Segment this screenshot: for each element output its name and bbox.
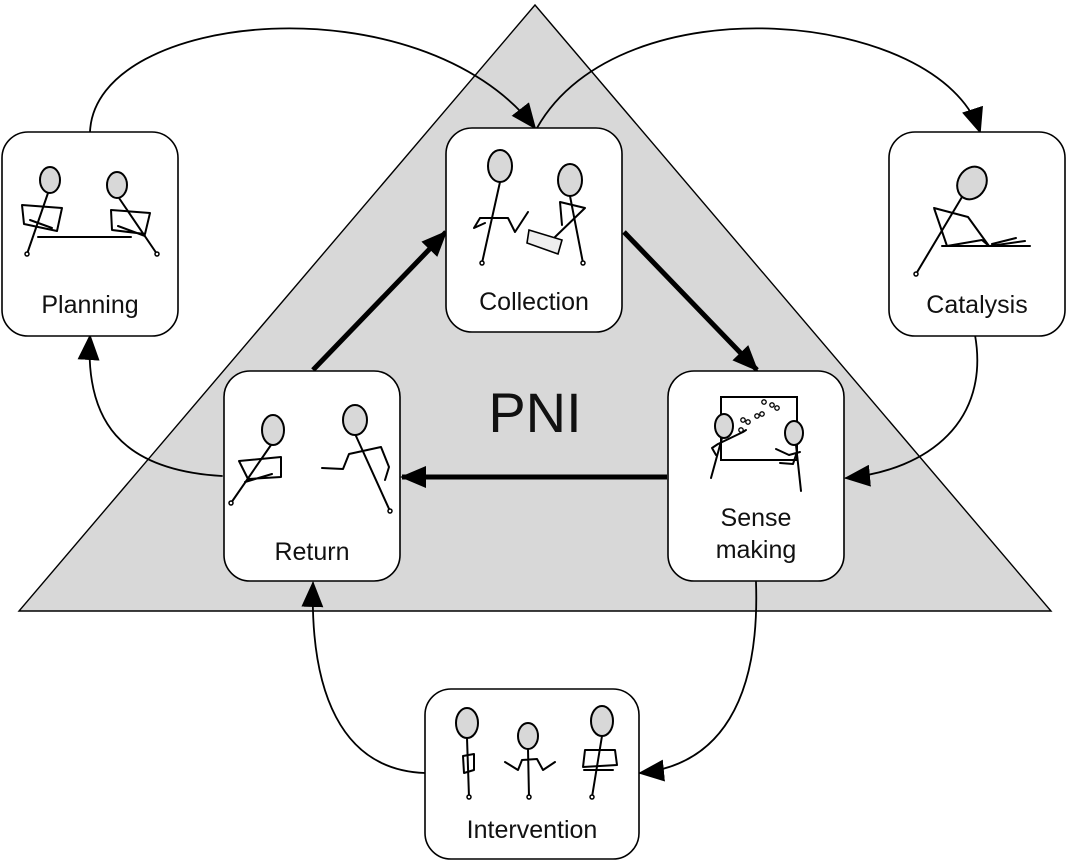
arrow-return-to-planning bbox=[77, 334, 223, 477]
sensemaking-figures-icon bbox=[710, 396, 804, 492]
node-intervention[interactable]: Intervention bbox=[424, 688, 640, 860]
node-sense-making[interactable]: Sense making bbox=[667, 370, 845, 582]
node-label: Catalysis bbox=[926, 291, 1027, 319]
center-label: PNI bbox=[488, 381, 581, 444]
arrow-intervention-to-return bbox=[301, 581, 426, 774]
arrow-sensemaking-to-intervention bbox=[638, 581, 758, 782]
arrow-collection-to-catalysis bbox=[536, 27, 983, 134]
node-label-line1: Sense bbox=[721, 504, 792, 532]
node-label-line2: making bbox=[716, 536, 797, 564]
arrow-collection-to-sensemaking bbox=[622, 230, 759, 372]
intervention-figures-icon bbox=[455, 705, 618, 800]
collection-figures-icon bbox=[473, 149, 586, 266]
catalysis-figure-icon bbox=[913, 165, 1031, 277]
arrow-planning-to-collection bbox=[89, 27, 537, 133]
node-planning[interactable]: Planning bbox=[1, 131, 179, 337]
arrow-return-to-collection bbox=[311, 230, 448, 372]
arrow-catalysis-to-sensemaking bbox=[844, 334, 979, 487]
node-collection[interactable]: Collection bbox=[445, 127, 623, 333]
node-catalysis[interactable]: Catalysis bbox=[888, 131, 1066, 337]
node-return[interactable]: Return bbox=[223, 370, 401, 582]
node-label: Intervention bbox=[467, 816, 598, 844]
outer-arrows bbox=[77, 27, 983, 782]
return-figures-icon bbox=[228, 404, 393, 514]
planning-figures-icon bbox=[21, 166, 160, 257]
inner-arrows bbox=[311, 230, 759, 488]
node-label: Collection bbox=[479, 288, 589, 316]
node-label: Planning bbox=[41, 291, 138, 319]
node-label: Return bbox=[274, 538, 349, 566]
